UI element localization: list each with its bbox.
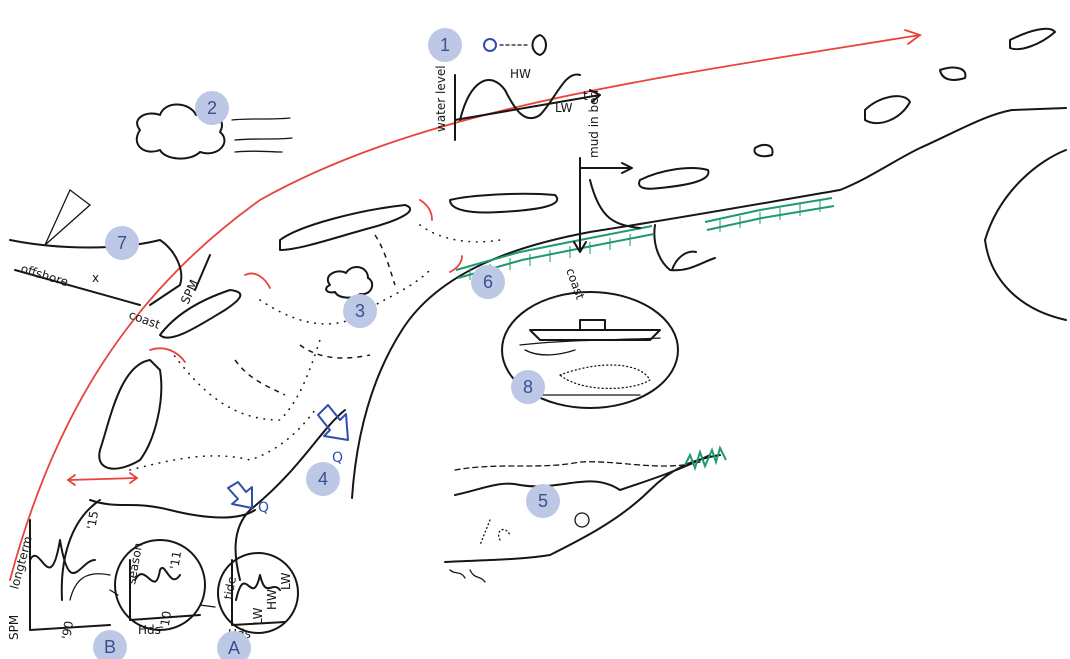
longterm-tick-b: '15: [84, 510, 101, 531]
coastal-river-line: [10, 35, 920, 580]
season-title: season: [124, 542, 145, 586]
far-island-3: [940, 68, 965, 80]
offshore-landmass: [985, 150, 1066, 320]
marker-6: 6: [471, 265, 505, 299]
svg-text:4: 4: [318, 469, 328, 489]
marker-8: 8: [511, 370, 545, 404]
svg-text:8: 8: [523, 377, 533, 397]
longterm-y-label: SPM: [7, 615, 21, 640]
svg-text:6: 6: [483, 272, 493, 292]
season-tick-b: '10: [157, 610, 174, 631]
tide-circle-lw1: LW: [251, 607, 265, 625]
svg-text:1: 1: [440, 35, 450, 55]
svg-text:3: 3: [355, 301, 365, 321]
longterm-spm-sketch: SPM longterm '90 '15: [7, 510, 110, 641]
svg-text:B: B: [104, 637, 116, 657]
island-west-small: [160, 290, 240, 338]
far-island-4: [754, 145, 772, 156]
discharge-arrow-upper: Q: [318, 405, 348, 466]
marker-7: 7: [105, 226, 139, 260]
sediment-y-label: mud in bed: [587, 90, 601, 158]
tidal-exchange-arrows: [68, 473, 137, 485]
spm-profile-sketch: offshore x SPM coast: [10, 190, 210, 332]
profile-x-mark: x: [92, 271, 99, 285]
tide-circle-hw: HW: [265, 589, 279, 610]
season-tick-a: '11: [167, 550, 184, 571]
svg-text:7: 7: [117, 233, 127, 253]
profile-x-label: coast: [127, 308, 162, 332]
svg-text:Q: Q: [332, 450, 343, 466]
marker-4: 4: [306, 462, 340, 496]
tide-lw: LW: [555, 101, 573, 115]
island-east: [450, 194, 557, 213]
svg-text:Q: Q: [258, 500, 269, 516]
tide-hw: HW: [510, 67, 531, 81]
tide-circle-sketch: tide Hds LW HW LW: [218, 553, 298, 641]
profile-left-label: offshore: [19, 261, 70, 289]
moon-icon: [533, 35, 547, 55]
island-far-east: [639, 168, 708, 189]
sediment-sketch: mud in bed coast: [563, 90, 640, 302]
small-cloud-sketch: [326, 267, 372, 298]
tide-y-label: water level: [434, 65, 448, 132]
sediment-x-label: coast: [563, 266, 587, 301]
marker-3: 3: [343, 294, 377, 328]
svg-text:5: 5: [538, 491, 548, 511]
tide-circle-lw2: LW: [279, 572, 293, 590]
tidal-basin-1: [170, 340, 320, 420]
connector-arrows: [70, 574, 215, 607]
season-circle-sketch: season Hds '11 '10: [115, 540, 205, 637]
marker-1: 1: [428, 28, 462, 62]
far-island-2: [865, 96, 910, 123]
seabed-profile-sketch: [445, 448, 726, 582]
longterm-tick-a: '90: [59, 620, 76, 641]
island-large-west: [99, 360, 161, 469]
mainland-coastline: [352, 108, 1066, 498]
svg-text:2: 2: [207, 98, 217, 118]
marker-b: B: [93, 630, 127, 659]
far-island-1: [1010, 29, 1055, 49]
earth-icon: [484, 39, 496, 51]
island-middle: [280, 205, 410, 250]
estuary-outline: [654, 225, 715, 270]
marker-2: 2: [195, 91, 229, 125]
svg-text:A: A: [228, 638, 240, 658]
marker-5: 5: [526, 484, 560, 518]
